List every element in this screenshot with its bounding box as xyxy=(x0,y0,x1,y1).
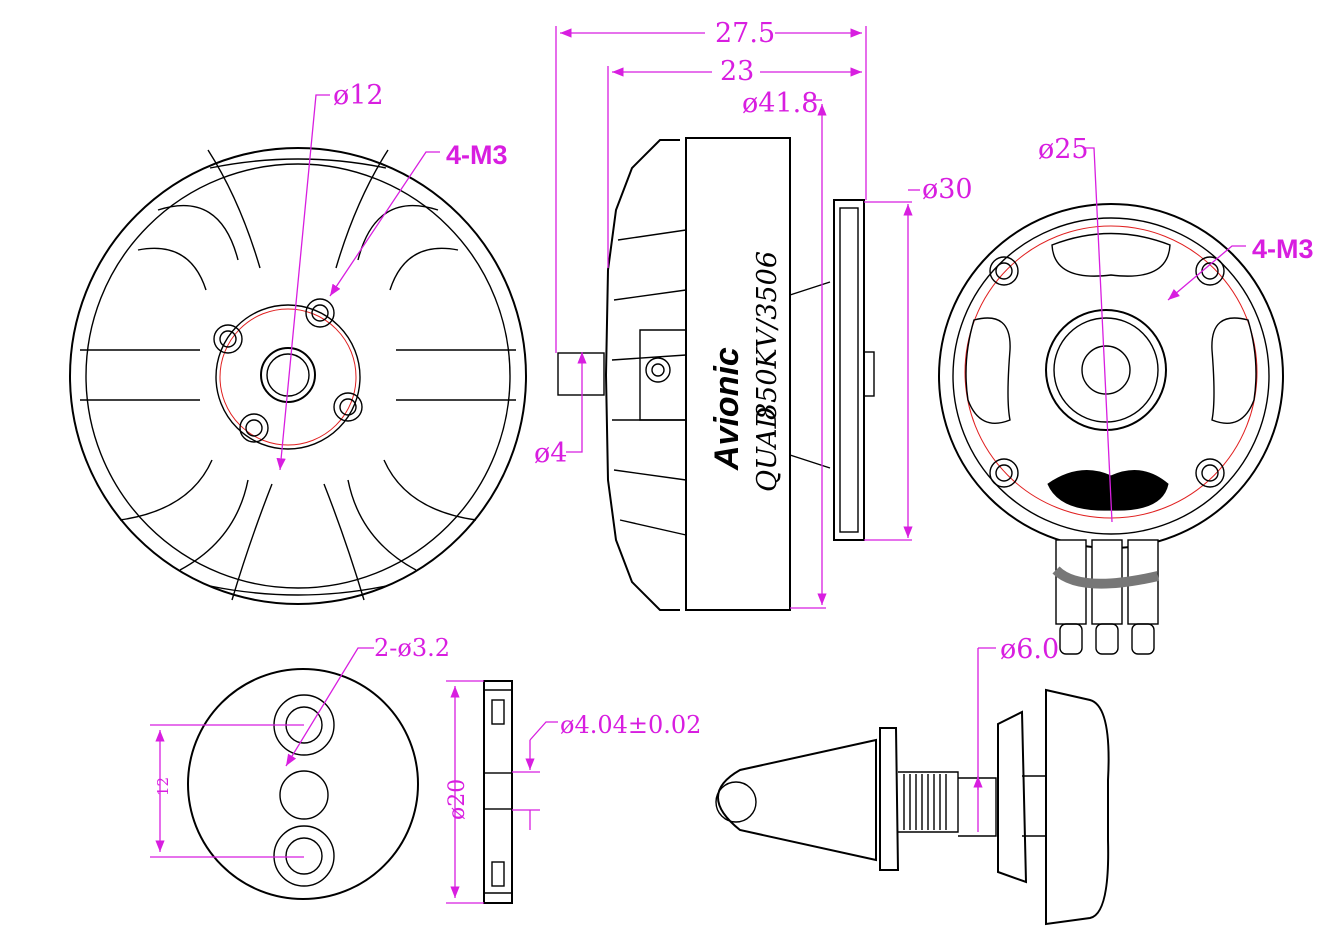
base-diameter-label: ø30 xyxy=(922,174,973,205)
back-mount-holes-label: 4-M3 xyxy=(1252,234,1314,264)
adapter-bore-label: ø4.04±0.02 xyxy=(560,711,701,739)
brand-line2: 850KV/3506 xyxy=(752,251,783,420)
front-mount-holes-label: 4-M3 xyxy=(446,140,508,170)
shaft-diameter-label: ø4 xyxy=(534,438,567,469)
side-view: Avionic QUAD 850KV/3506 27.5 23 ø41.8 ø3… xyxy=(534,18,973,611)
back-hole-circle-label: ø25 xyxy=(1038,134,1089,165)
prop-nut-view: ø6.0 xyxy=(715,634,1110,926)
brand-line1: QUAD xyxy=(752,406,783,492)
front-spokes xyxy=(80,149,516,601)
front-mount-holes xyxy=(213,298,363,443)
thread-diameter-label: ø6.0 xyxy=(1000,634,1059,665)
bell-diameter-label: ø41.8 xyxy=(742,88,818,119)
brand-name: Avionic xyxy=(708,347,746,471)
adapter-side-view: ø20 ø4.04±0.02 xyxy=(445,680,701,904)
adapter-holes-label: 2-ø3.2 xyxy=(374,634,450,662)
motor-wires xyxy=(1052,539,1160,655)
back-mount-holes xyxy=(989,256,1225,488)
adapter-diameter-label: ø20 xyxy=(445,779,470,820)
adapter-front-view: 12 2-ø3.2 xyxy=(150,634,450,900)
adapter-spacing-label: 12 xyxy=(154,777,172,796)
brand-label: Avionic QUAD 850KV/3506 xyxy=(708,251,783,492)
front-hole-circle-label: ø12 xyxy=(333,80,384,111)
body-length-label: 23 xyxy=(720,56,754,87)
back-view: ø25 4-M3 xyxy=(938,134,1314,655)
front-view xyxy=(69,94,527,605)
overall-length-label: 27.5 xyxy=(715,18,775,49)
